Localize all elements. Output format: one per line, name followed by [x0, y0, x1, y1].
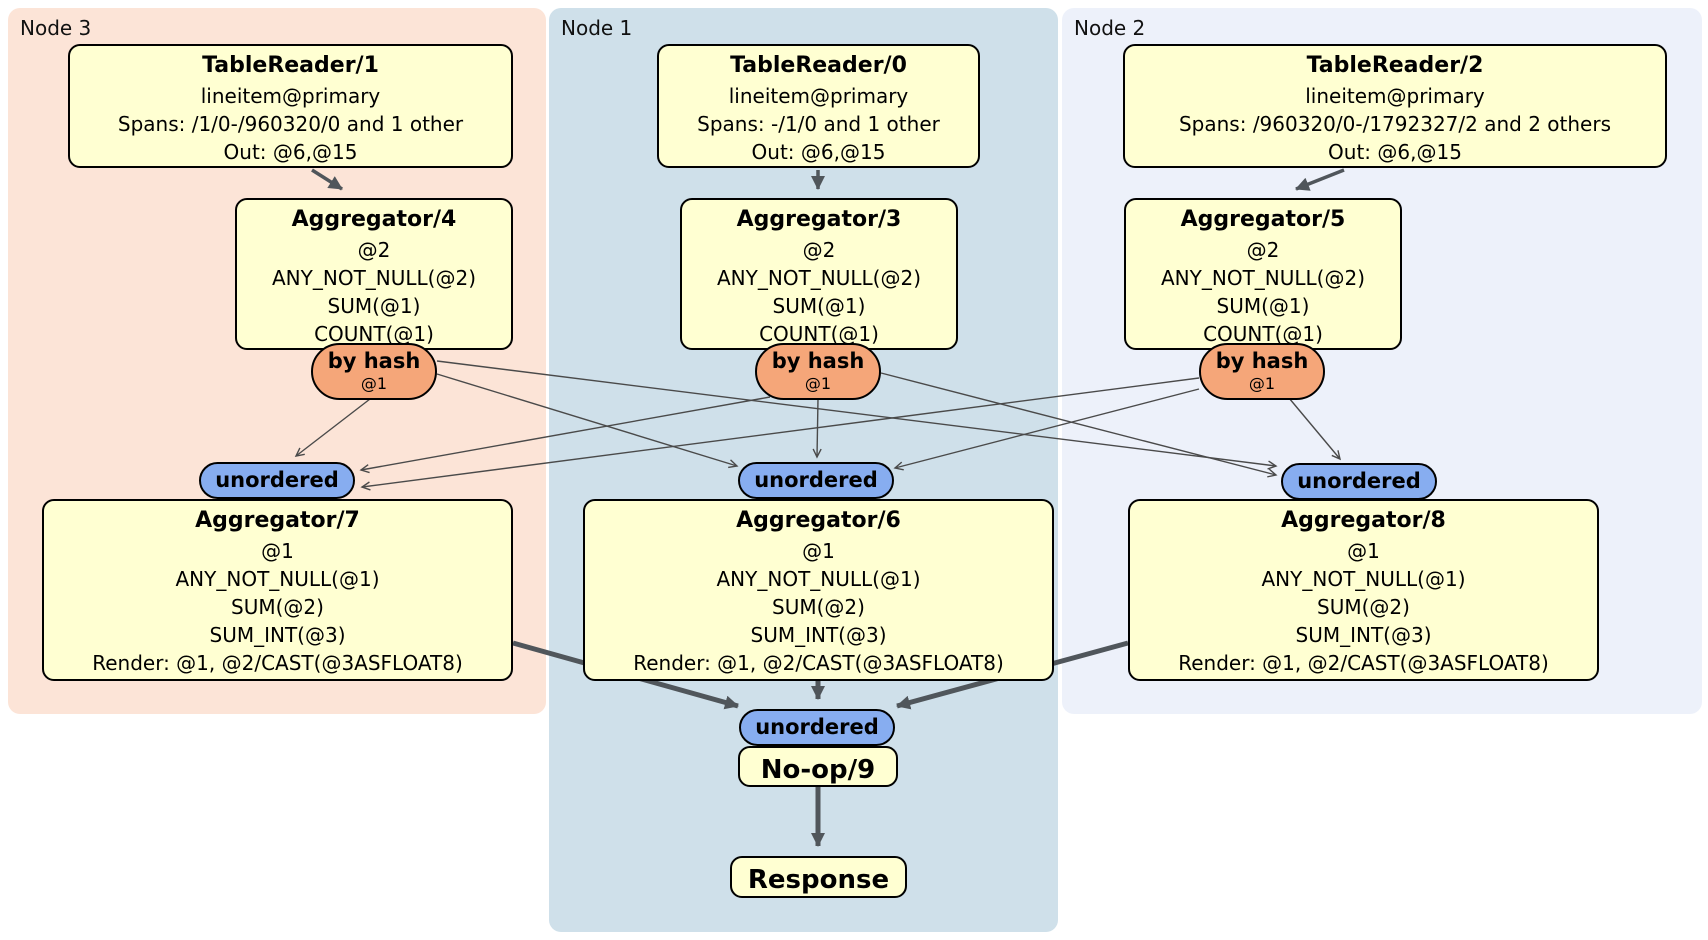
stream-edge [1288, 397, 1342, 461]
router-by-hash-node3: by hash @1 [311, 343, 437, 400]
processor-detail: ANY_NOT_NULL(@1) [716, 567, 921, 591]
sync-unordered-output: unordered [739, 709, 895, 746]
stream-edge [893, 388, 1200, 471]
router-by-hash-node2: by hash @1 [1199, 343, 1325, 400]
flow-arrow [311, 168, 343, 191]
processor-aggregator-4: Aggregator/4 @2 ANY_NOT_NULL(@2) SUM(@1)… [235, 198, 513, 350]
sync-label: unordered [1297, 469, 1421, 493]
processor-detail: Out: @6,@15 [1328, 140, 1462, 164]
sync-label: unordered [754, 468, 878, 492]
processor-detail: COUNT(@1) [1203, 322, 1323, 346]
processor-detail: COUNT(@1) [759, 322, 879, 346]
processor-detail: @2 [357, 238, 391, 262]
processor-detail: @1 [1347, 539, 1380, 563]
sync-label: unordered [755, 715, 879, 739]
processor-tablereader-2: TableReader/2 lineitem@primary Spans: /9… [1123, 44, 1667, 168]
processor-detail: lineitem@primary [1305, 84, 1485, 108]
processor-aggregator-5: Aggregator/5 @2 ANY_NOT_NULL(@2) SUM(@1)… [1124, 198, 1402, 350]
processor-detail: Spans: /1/0-/960320/0 and 1 other [117, 112, 464, 136]
router-detail: @1 [804, 374, 832, 393]
processor-detail: SUM(@2) [231, 595, 324, 619]
processor-title: Aggregator/7 [195, 508, 360, 533]
processor-detail: Render: @1, @2/CAST(@3ASFLOAT8) [633, 651, 1004, 675]
stream-edge [436, 360, 1278, 470]
processor-detail: ANY_NOT_NULL(@2) [272, 266, 476, 290]
router-detail: @1 [360, 374, 388, 393]
sync-label: unordered [215, 468, 339, 492]
stream-edge [294, 398, 371, 457]
node-label: Node 1 [561, 16, 633, 40]
processor-detail: SUM(@1) [1216, 294, 1310, 318]
processor-response: Response [730, 856, 907, 898]
processor-detail: ANY_NOT_NULL(@1) [175, 567, 380, 591]
processor-title: Aggregator/5 [1180, 207, 1346, 232]
processor-detail: lineitem@primary [728, 84, 909, 108]
processor-aggregator-3: Aggregator/3 @2 ANY_NOT_NULL(@2) SUM(@1)… [680, 198, 958, 350]
processor-detail: Render: @1, @2/CAST(@3ASFLOAT8) [1178, 651, 1549, 675]
router-by-hash-node1: by hash @1 [755, 343, 881, 400]
processor-detail: Out: @6,@15 [223, 140, 358, 164]
stream-edge [360, 377, 1200, 491]
processor-detail: @2 [802, 238, 836, 262]
sync-unordered-right: unordered [1281, 463, 1437, 500]
processor-detail: @1 [802, 539, 835, 563]
flow-arrow [1295, 168, 1345, 191]
router-label: by hash [1215, 349, 1309, 373]
sync-unordered-center: unordered [738, 462, 894, 499]
processor-title: No-op/9 [760, 755, 876, 785]
processor-noop: No-op/9 [738, 746, 898, 787]
stream-edge [436, 373, 739, 469]
processor-detail: SUM_INT(@3) [209, 623, 346, 647]
processor-detail: ANY_NOT_NULL(@2) [717, 266, 921, 290]
processor-aggregator-6: Aggregator/6 @1 ANY_NOT_NULL(@1) SUM(@2)… [583, 499, 1054, 681]
processor-detail: Render: @1, @2/CAST(@3ASFLOAT8) [92, 651, 463, 675]
node-label: Node 3 [20, 16, 92, 40]
processor-title: TableReader/0 [730, 53, 907, 78]
processor-title: Aggregator/4 [291, 207, 457, 232]
processor-title: Aggregator/3 [736, 207, 902, 232]
processor-title: Aggregator/6 [736, 508, 901, 533]
processor-detail: Out: @6,@15 [751, 140, 886, 164]
processor-detail: Spans: -/1/0 and 1 other [697, 112, 940, 136]
sync-unordered-left: unordered [199, 462, 355, 499]
node-label: Node 2 [1074, 16, 1146, 40]
stream-edge [880, 372, 1278, 478]
processor-detail: SUM_INT(@3) [750, 623, 887, 647]
processor-detail: ANY_NOT_NULL(@2) [1161, 266, 1365, 290]
processor-detail: SUM(@1) [772, 294, 866, 318]
router-label: by hash [327, 349, 421, 373]
processor-detail: COUNT(@1) [314, 322, 434, 346]
processor-tablereader-1: TableReader/1 lineitem@primary Spans: /1… [68, 44, 513, 168]
processor-title: TableReader/1 [202, 53, 379, 78]
processor-title: Aggregator/8 [1281, 508, 1446, 533]
processor-detail: lineitem@primary [200, 84, 381, 108]
processor-detail: SUM(@1) [327, 294, 421, 318]
processor-aggregator-7: Aggregator/7 @1 ANY_NOT_NULL(@1) SUM(@2)… [42, 499, 513, 681]
processor-detail: ANY_NOT_NULL(@1) [1261, 567, 1466, 591]
router-detail: @1 [1248, 374, 1276, 393]
stream-edge [359, 396, 771, 474]
processor-detail: @2 [1246, 238, 1280, 262]
processor-detail: @1 [261, 539, 294, 563]
processor-title: TableReader/2 [1306, 53, 1484, 78]
processor-detail: SUM_INT(@3) [1295, 623, 1432, 647]
processor-title: Response [747, 865, 890, 895]
processor-detail: Spans: /960320/0-/1792327/2 and 2 others [1178, 112, 1611, 136]
processor-tablereader-0: TableReader/0 lineitem@primary Spans: -/… [657, 44, 980, 168]
processor-detail: SUM(@2) [772, 595, 865, 619]
router-label: by hash [771, 349, 865, 373]
processor-detail: SUM(@2) [1317, 595, 1410, 619]
processor-aggregator-8: Aggregator/8 @1 ANY_NOT_NULL(@1) SUM(@2)… [1128, 499, 1599, 681]
